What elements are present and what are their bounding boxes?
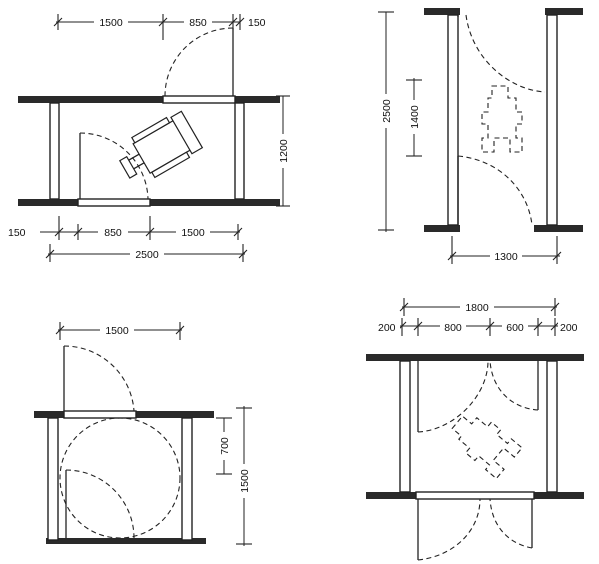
plan-c-bottom-wall	[46, 538, 206, 544]
plan-b: 2500 1400 1300	[378, 8, 583, 264]
plan-a-dim-bottom-850: 850	[104, 227, 122, 239]
plan-a-top-wall	[18, 96, 280, 103]
plan-c-dim-right-1500: 1500	[239, 469, 251, 493]
plan-a-right-wall	[234, 102, 245, 200]
plan-c-dim-right-700: 700	[219, 437, 231, 455]
plan-b-top-right-wall	[545, 8, 583, 15]
plan-a-dim-top-150: 150	[248, 17, 266, 29]
plan-a-dim-top-1500: 1500	[99, 17, 123, 29]
plan-c-right-wall	[181, 417, 193, 541]
plan-d-right-wall	[546, 360, 558, 493]
plan-d-lower-right-door-swing	[489, 498, 533, 549]
plan-d-top-wall	[366, 354, 584, 361]
plan-b-left-wall	[447, 14, 459, 226]
plan-c-top-door-opening	[63, 410, 137, 419]
plan-b-top-door-swing	[465, 14, 546, 93]
plan-d-left-wall	[399, 360, 411, 493]
plan-c-inner-door-swing	[65, 469, 135, 539]
plan-c-left-wall	[47, 417, 59, 541]
plan-c-top-wall-left	[34, 411, 64, 418]
plan-a-bottom-door-opening	[77, 198, 151, 207]
plan-a-dim-right-1200: 1200	[278, 139, 290, 163]
plan-d-dim-seg-800: 800	[444, 322, 462, 334]
plan-d-dim-seg-200-left: 200	[378, 322, 396, 334]
plan-d-upper-left-door-swing	[417, 360, 489, 433]
plan-b-bottom-left-wall	[424, 225, 460, 232]
plan-d-bottom-wall-right	[534, 492, 584, 499]
plan-d-dim-seg-200-right: 200	[560, 322, 578, 334]
plan-d-upper-right-door-swing	[489, 360, 539, 411]
plan-a-wheelchair-icon	[118, 110, 204, 179]
plan-d-dim-seg-600: 600	[506, 322, 524, 334]
plan-b-top-left-wall	[424, 8, 460, 15]
plan-d: 1800 200 800 600 200	[366, 298, 584, 561]
plan-a-dim-bottom-1500: 1500	[181, 227, 205, 239]
plan-b-dim-bottom-1300: 1300	[494, 251, 518, 263]
plan-c-top-wall-right	[136, 411, 214, 418]
plan-b-bottom-door-swing	[457, 155, 533, 226]
plan-a: 1500 850 150 1200 150 850 1500 2500	[6, 14, 290, 262]
plan-c-dim-top-1500: 1500	[105, 325, 129, 337]
plan-d-bottom-wall-left	[366, 492, 416, 499]
plan-a-bottom-door-swing	[79, 132, 149, 200]
plan-a-top-door-opening	[162, 95, 236, 104]
plan-d-bottom-door-opening	[415, 491, 535, 500]
plan-d-dim-top-1800: 1800	[465, 302, 489, 314]
plan-a-dim-overall-2500: 2500	[135, 249, 159, 261]
plan-a-left-wall	[49, 102, 60, 200]
plan-c: 1500 700 1500	[34, 322, 252, 546]
plan-b-right-wall	[546, 14, 558, 226]
plan-c-door-swing	[63, 345, 135, 412]
plan-a-dim-bottom-150: 150	[8, 227, 26, 239]
plan-d-lower-left-door-swing	[417, 498, 481, 561]
plan-b-bottom-right-wall	[534, 225, 583, 232]
plan-a-top-door-swing	[164, 27, 234, 97]
plan-a-dim-top-850: 850	[189, 17, 207, 29]
plan-c-turning-circle	[59, 417, 181, 539]
plan-b-dim-inner-1400: 1400	[409, 105, 421, 129]
plan-b-dim-left-2500: 2500	[381, 99, 393, 123]
plan-b-wheelchair-outline	[481, 85, 523, 153]
